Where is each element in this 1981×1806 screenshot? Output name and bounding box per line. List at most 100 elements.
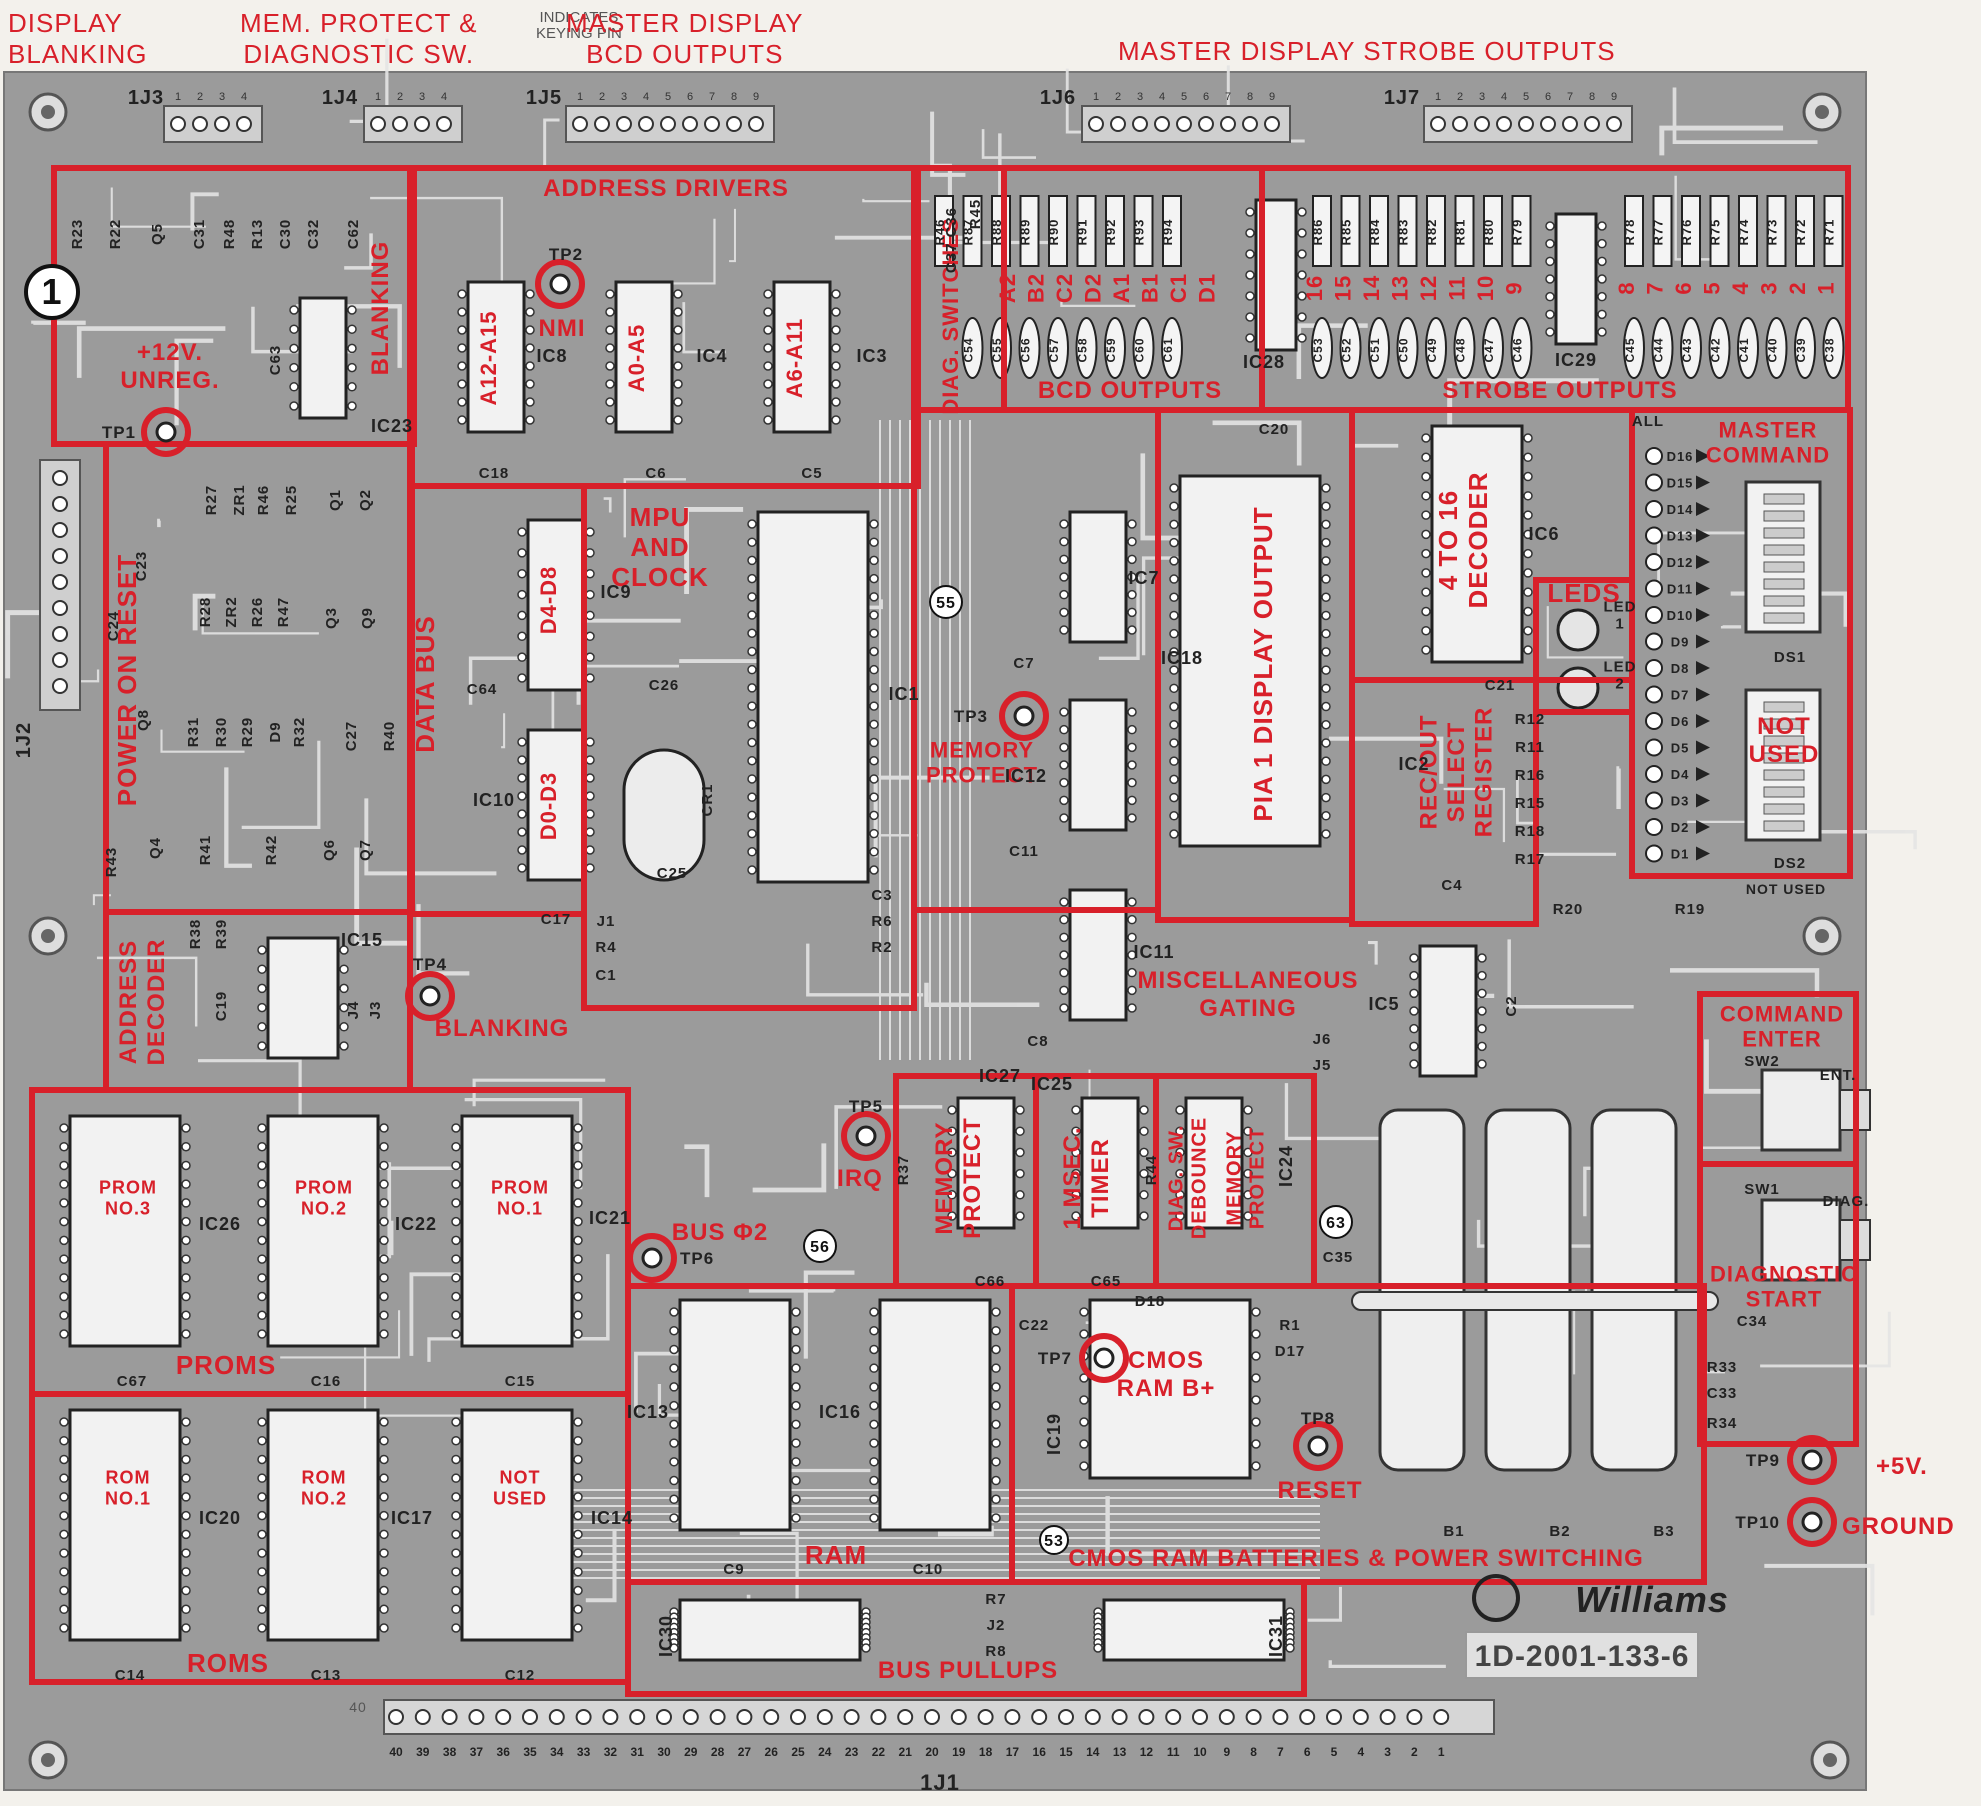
resistor-label: R88 — [989, 219, 1004, 246]
ic14-rom-chip — [460, 1408, 574, 1642]
battery-b2 — [1484, 1108, 1572, 1472]
diode-symbol — [1696, 793, 1710, 808]
leds-label: LEDS — [1547, 578, 1620, 608]
capacitor — [1794, 317, 1816, 379]
capacitor-label: C45 — [1623, 337, 1637, 362]
j5-label: J5 — [1313, 1057, 1332, 1074]
ic22-designator: IC22 — [395, 1214, 437, 1234]
capacitor — [1161, 317, 1183, 379]
strobe-outputs-label: STROBE OUTPUTS — [1442, 377, 1677, 404]
tp2-ring — [535, 259, 585, 309]
c15-label: C15 — [505, 1373, 536, 1390]
region-outlines — [29, 165, 1859, 1697]
pin-number: 30 — [657, 1745, 671, 1759]
pin-number: 16 — [1033, 1745, 1047, 1759]
resistor-label: R85 — [1339, 219, 1354, 246]
strobe-output-label: 4 — [1728, 281, 1753, 294]
ic27-chip — [956, 1096, 1016, 1230]
diode-symbol — [1696, 661, 1710, 675]
capacitor — [1737, 317, 1759, 379]
connector-pin — [594, 116, 610, 132]
capacitor-label: C40 — [1766, 337, 1780, 362]
bcd-output-label: C2 — [1052, 273, 1077, 303]
power-on-reset-label: POWER ON RESET — [112, 554, 142, 806]
j6-label: J6 — [1313, 1031, 1332, 1048]
capacitor-label: C43 — [1680, 337, 1694, 362]
resistor-label: R80 — [1481, 219, 1496, 246]
connector-1j2-label: 1J2 — [13, 722, 35, 758]
c12-label: C12 — [505, 1667, 536, 1684]
address-drivers-label: ADDRESS DRIVERS — [543, 175, 789, 202]
capacitor — [1708, 317, 1731, 379]
ground-label: GROUND — [1842, 1513, 1955, 1540]
resistor — [962, 195, 983, 267]
pin-number: 33 — [577, 1745, 591, 1759]
r15-label: R15 — [1515, 795, 1546, 812]
tp1-ring — [141, 407, 191, 457]
resistor — [1511, 195, 1532, 267]
led-diode-label: D10 — [1667, 608, 1694, 623]
capacitor — [1047, 317, 1069, 379]
r25-label: R25 — [283, 485, 300, 516]
resistor — [1823, 195, 1844, 267]
capacitor-label: C39 — [1794, 337, 1808, 362]
connector-pin — [843, 1709, 860, 1725]
callout-bubble — [24, 264, 80, 320]
diode-symbol — [1696, 528, 1710, 543]
d9-label: D9 — [267, 721, 284, 742]
r7-label: R7 — [985, 1591, 1006, 1608]
pin-number: 25 — [791, 1745, 805, 1759]
pin-number: 15 — [1059, 1745, 1073, 1759]
connector-pin — [52, 522, 68, 538]
pin-number: 20 — [925, 1745, 939, 1759]
callout-number: 53 — [1044, 1533, 1064, 1550]
ic18-designator: IC18 — [1161, 648, 1203, 668]
bcd-output-label: B2 — [1024, 273, 1049, 303]
j1-label: J1 — [597, 913, 616, 930]
pin-number: 1 — [375, 91, 381, 103]
ic27-designator: IC27 — [979, 1066, 1021, 1086]
master-strobe-header: MASTER DISPLAY STROBE OUTPUTS — [1118, 36, 1616, 66]
ic11-designator: IC11 — [1133, 942, 1174, 962]
c33-label: C33 — [1707, 1385, 1738, 1402]
tp8-pad — [1307, 1435, 1329, 1457]
pin-number: 12 — [1140, 1745, 1154, 1759]
r33-label: R33 — [1707, 1359, 1738, 1376]
pin-number: 2 — [397, 91, 403, 103]
resistor — [1312, 195, 1332, 267]
led-diode-label: D12 — [1667, 555, 1694, 570]
diode-symbol — [1696, 687, 1710, 702]
c23-label: C23 — [133, 551, 150, 582]
connector-pin — [52, 496, 68, 512]
bus-02-label: BUS Φ2 — [672, 1219, 768, 1246]
connector-pin — [602, 1709, 619, 1725]
proms-label: PROMS — [176, 1350, 276, 1380]
connector-pin — [52, 548, 68, 564]
resistor-label: R91 — [1075, 219, 1090, 246]
led-diode — [1645, 791, 1663, 810]
connector-pin — [52, 600, 68, 616]
led-diode — [1645, 473, 1663, 492]
master-command-region — [1629, 407, 1853, 879]
r17-label: R17 — [1515, 851, 1546, 868]
tp6-pad — [641, 1247, 663, 1269]
r1-label: R1 — [1279, 1317, 1300, 1334]
pin-40-marker: 40 — [349, 1699, 367, 1715]
resistor — [1076, 195, 1097, 267]
capacitor — [1311, 317, 1333, 379]
callout-bubble — [1039, 1525, 1069, 1555]
all-label: ALL — [1632, 413, 1664, 430]
pin-number: 9 — [1269, 91, 1275, 103]
capacitor-label: C50 — [1397, 337, 1411, 362]
led-diode-label: D14 — [1667, 502, 1694, 517]
blanking-tp-label: BLANKING — [435, 1015, 570, 1042]
tp2-pad — [549, 273, 571, 295]
r43-label: R43 — [103, 847, 120, 878]
connector-1j5-label: 1J5 — [526, 87, 562, 109]
